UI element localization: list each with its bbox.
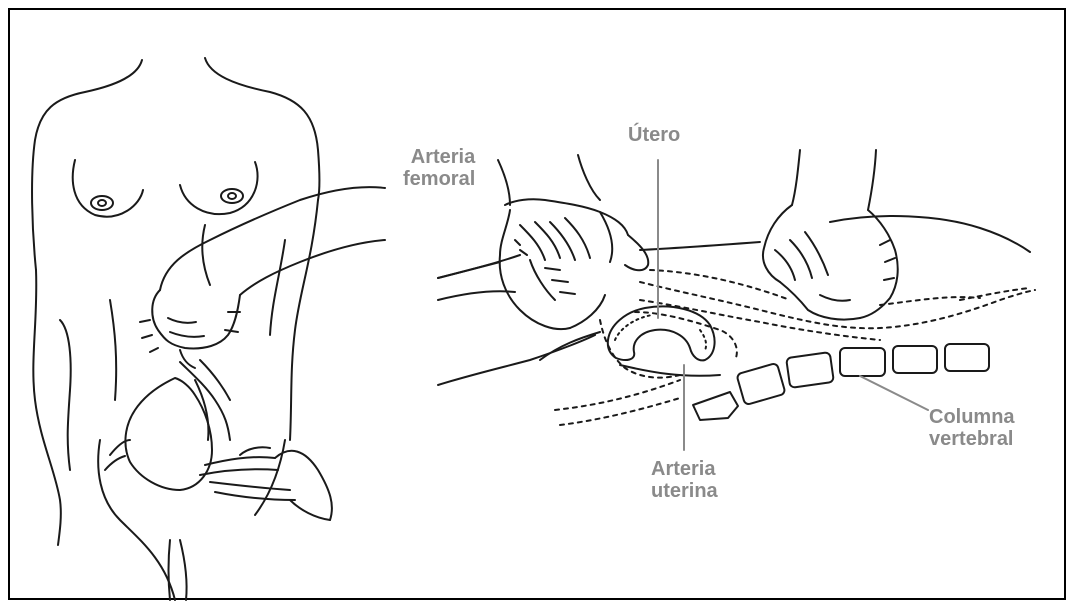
utero-label: Útero [628, 124, 680, 146]
abdominal-section [438, 150, 1035, 425]
arteria-femoral-line-2: femoral [403, 168, 475, 190]
uterus-lower-hand [105, 360, 332, 520]
arteria-uterina-line-1: Arteria [651, 458, 718, 480]
columna-vertebral-leader [860, 376, 928, 410]
leader-lines [438, 160, 928, 450]
arteria-femoral-leader [438, 262, 500, 278]
arteria-femoral-label: Arteria femoral [403, 146, 475, 190]
pressing-arm [140, 187, 385, 368]
torso-figure [32, 58, 319, 600]
utero-text: Útero [628, 124, 680, 146]
arteria-uterina-line-2: uterina [651, 480, 718, 502]
columna-vertebral-line-1: Columna [929, 406, 1015, 428]
columna-vertebral-label: Columna vertebral [929, 406, 1015, 450]
arteria-uterina-label: Arteria uterina [651, 458, 718, 502]
arteria-femoral-line-1: Arteria [403, 146, 475, 168]
columna-vertebral-line-2: vertebral [929, 428, 1015, 450]
